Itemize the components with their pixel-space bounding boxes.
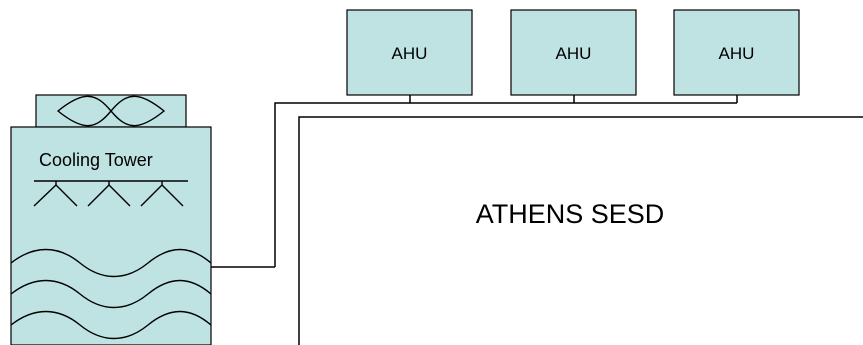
water-wave-icon: [10, 248, 212, 340]
fan-icon: [56, 95, 166, 127]
cooling-tower: Cooling Tower: [10, 94, 212, 345]
ahu-label: AHU: [719, 44, 755, 63]
ahu-unit-2: AHU: [510, 9, 637, 96]
ahu-box: [673, 9, 800, 96]
ahu-unit-1: AHU: [346, 9, 473, 96]
cooling-tower-label: Cooling Tower: [39, 150, 153, 170]
ahu-label: AHU: [392, 44, 428, 63]
return-pipe: [127, 95, 738, 275]
building-outline: [298, 116, 863, 345]
ahu-box: [510, 9, 637, 96]
tower-body: [10, 126, 212, 345]
ahu-label: AHU: [556, 44, 592, 63]
building-label: ATHENS SESD: [476, 199, 665, 229]
spray-nozzle-icon: [33, 180, 188, 207]
ahu-unit-3: AHU: [673, 9, 800, 96]
ahu-box: [346, 9, 473, 96]
building: ATHENS SESD: [298, 116, 863, 345]
